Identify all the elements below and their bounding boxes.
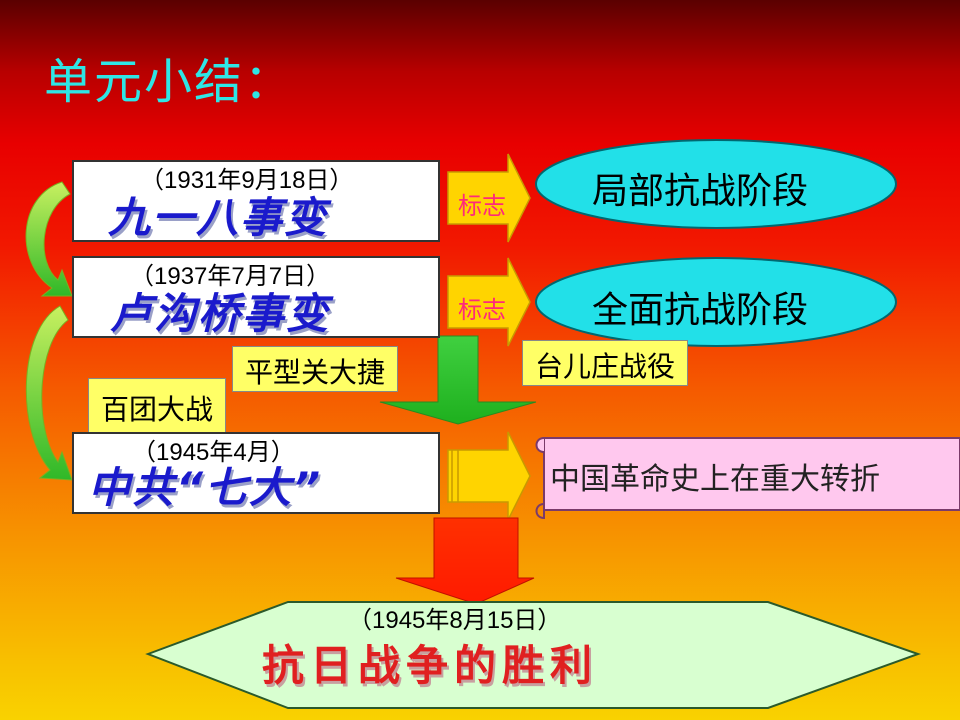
page-title: 单元小结： (44, 54, 295, 110)
victory-hexagon (145, 601, 922, 709)
battle-baituan: 百团大战 (88, 378, 227, 434)
event-name-3: 中共“七大” (88, 463, 323, 512)
event-date-3: （1945年4月） (132, 439, 295, 466)
arrow-right-1 (447, 153, 531, 243)
event-box-2 (72, 256, 440, 338)
event-date-1: （1931年9月18日） (140, 167, 354, 194)
event-box-3 (72, 432, 440, 514)
victory-date: （1945年8月15日） (348, 607, 562, 634)
event-name-1: 九一八事变 (108, 193, 329, 242)
outcome-label: 中国革命史上在重大转折 (550, 462, 880, 497)
stage-oval-2 (535, 257, 897, 347)
battle-taierzhuang: 台儿庄战役 (522, 340, 689, 386)
arrow-stripes (451, 450, 459, 502)
event-tag-1: 标志 (458, 192, 506, 220)
arrow-right-2 (447, 257, 531, 347)
event-tag-2: 标志 (458, 296, 506, 324)
arrow-down-red (395, 517, 535, 605)
scroll-shape (535, 437, 960, 520)
event-box-1 (72, 160, 440, 242)
stage-label-1: 局部抗战阶段 (592, 171, 809, 212)
arrow-right-3 (447, 431, 531, 521)
stage-oval-1 (535, 139, 897, 229)
victory-label: 抗日战争的胜利 (262, 641, 599, 690)
event-date-2: （1937年7月7日） (130, 263, 331, 290)
event-name-2: 卢沟桥事变 (110, 289, 331, 338)
battle-pingxingguan: 平型关大捷 (232, 346, 399, 392)
curved-arrow-2 (25, 305, 73, 481)
curved-arrow-1 (25, 181, 73, 297)
stage-label-2: 全面抗战阶段 (592, 290, 809, 331)
arrow-down-green (379, 335, 537, 425)
